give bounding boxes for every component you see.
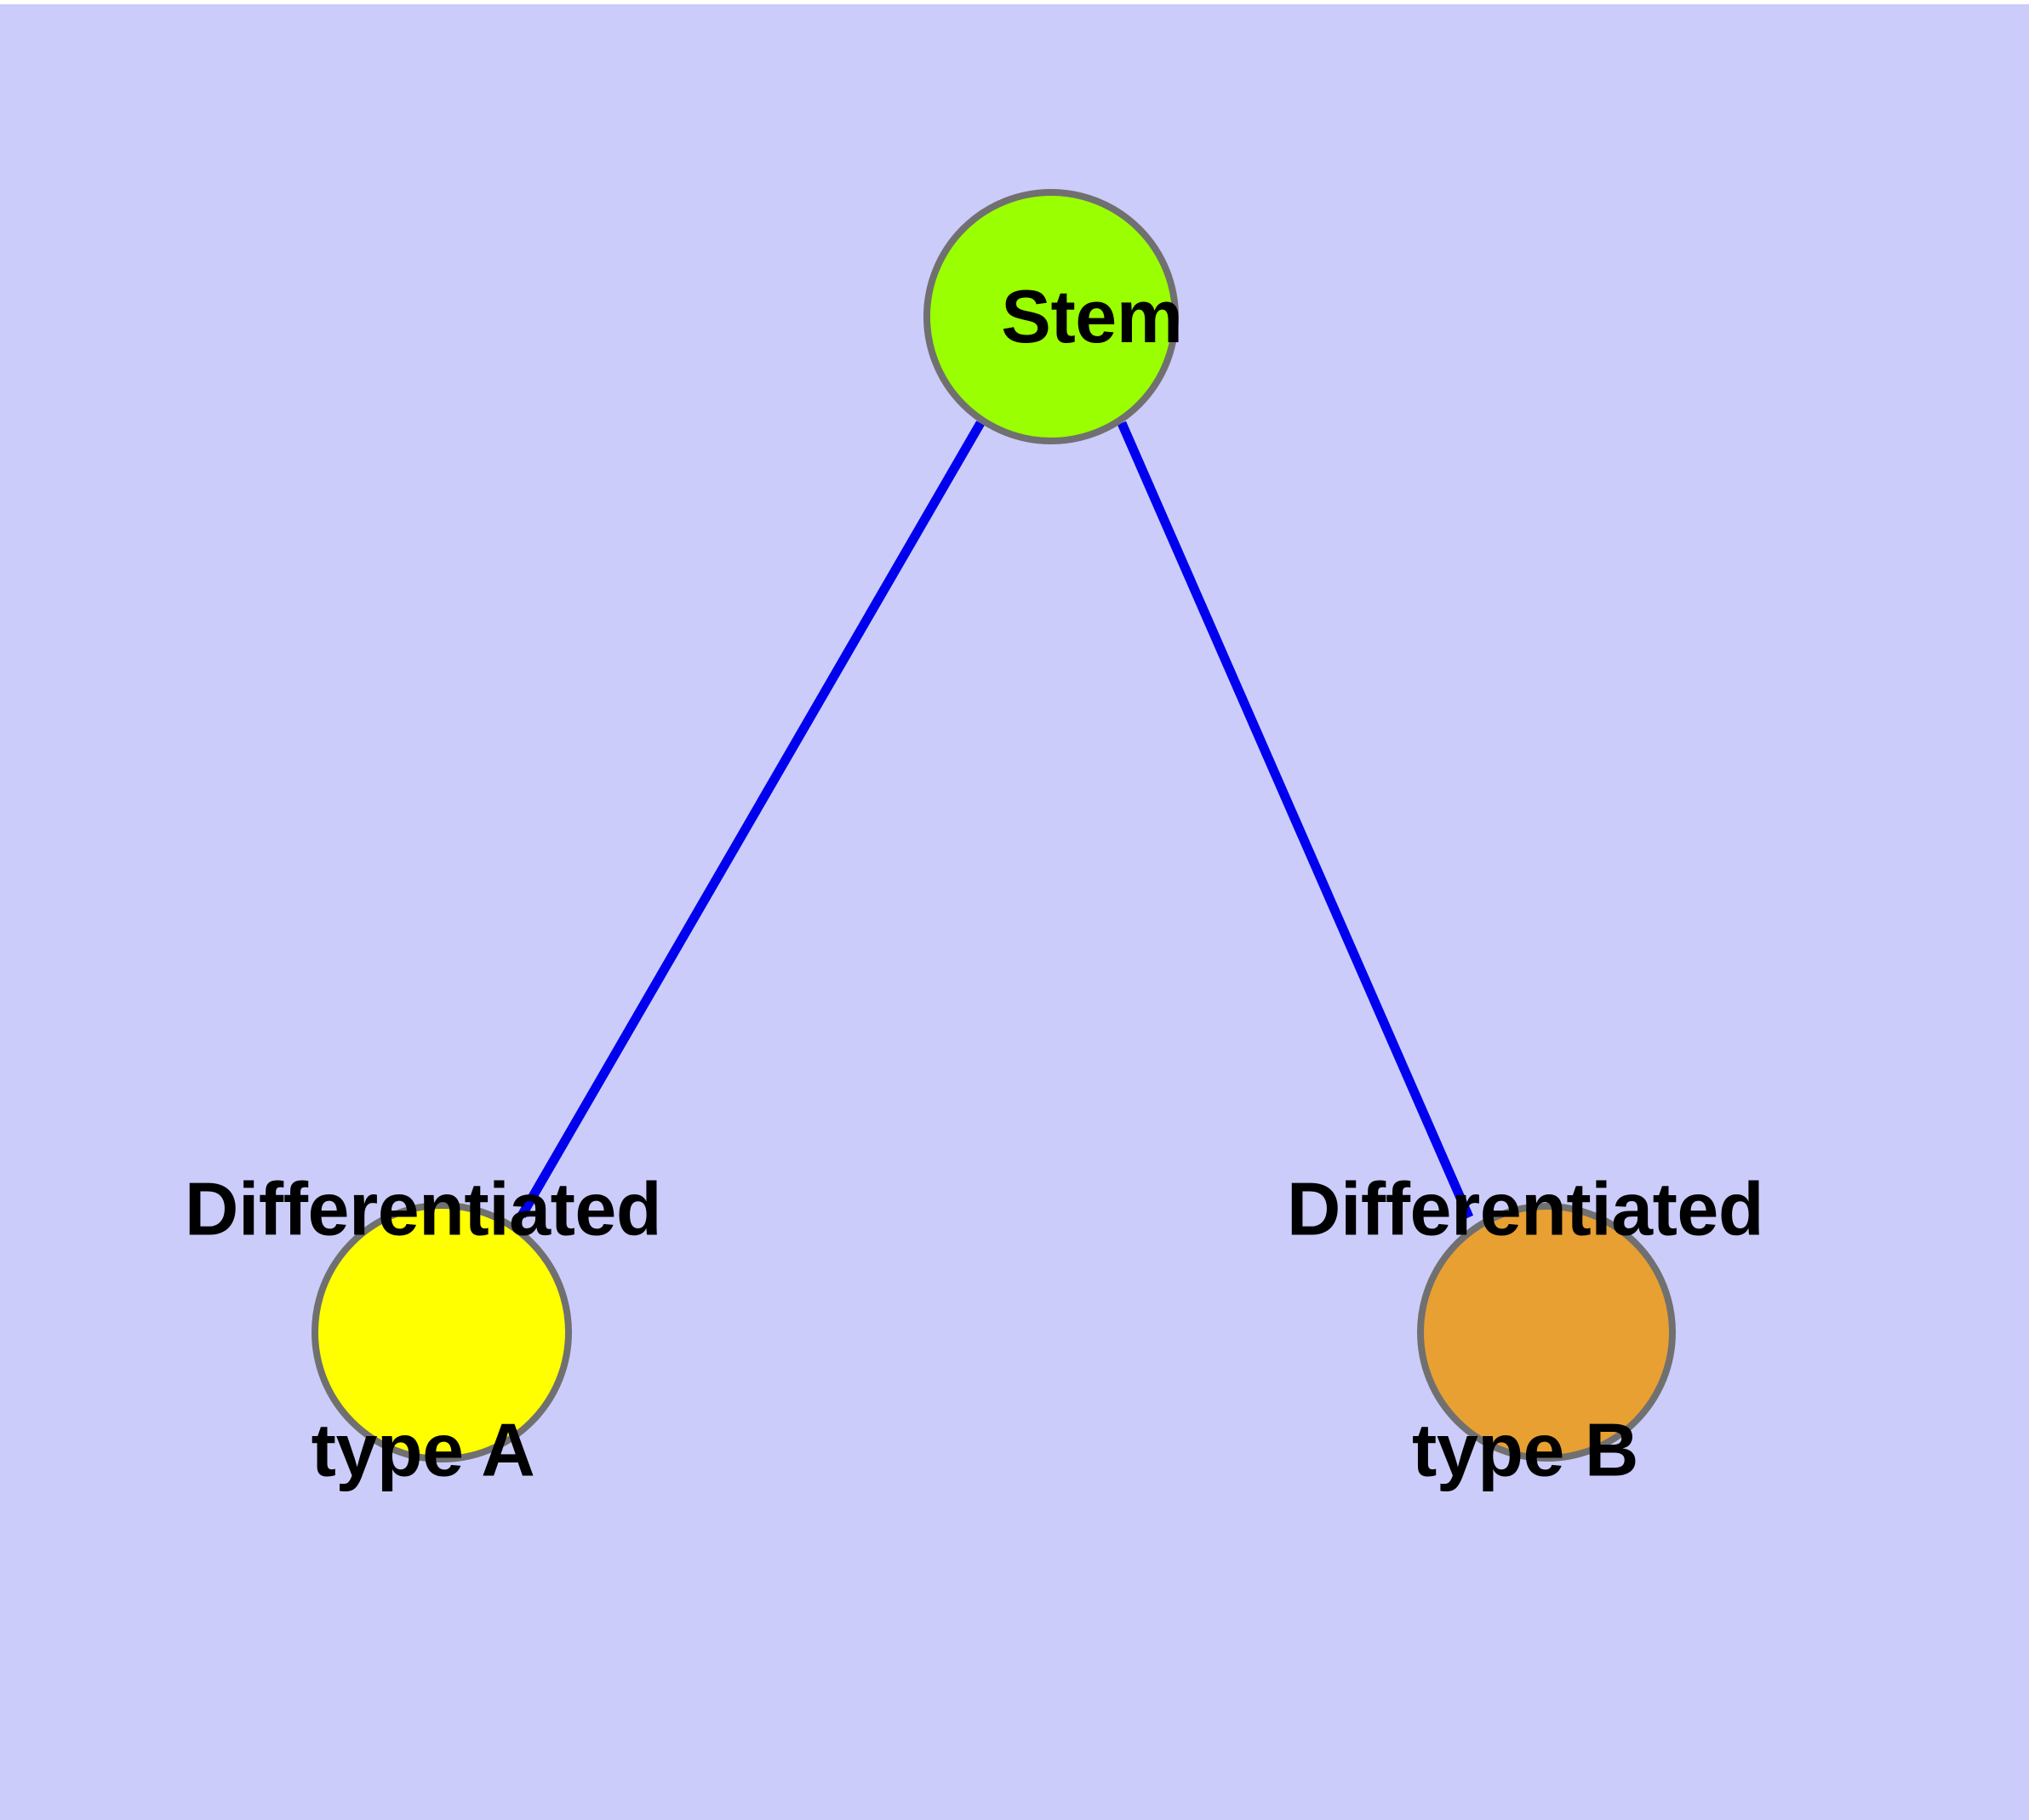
node-differentiated-type-a[interactable] bbox=[311, 1202, 572, 1462]
node-stem[interactable] bbox=[923, 189, 1179, 444]
edges-group bbox=[517, 421, 1474, 1220]
edge-stem-to-differentiated-type-a[interactable] bbox=[517, 421, 985, 1218]
edge-stem-to-differentiated-type-b[interactable] bbox=[1117, 421, 1474, 1220]
nodes-group bbox=[311, 189, 1676, 1462]
node-differentiated-type-b[interactable] bbox=[1417, 1203, 1676, 1462]
